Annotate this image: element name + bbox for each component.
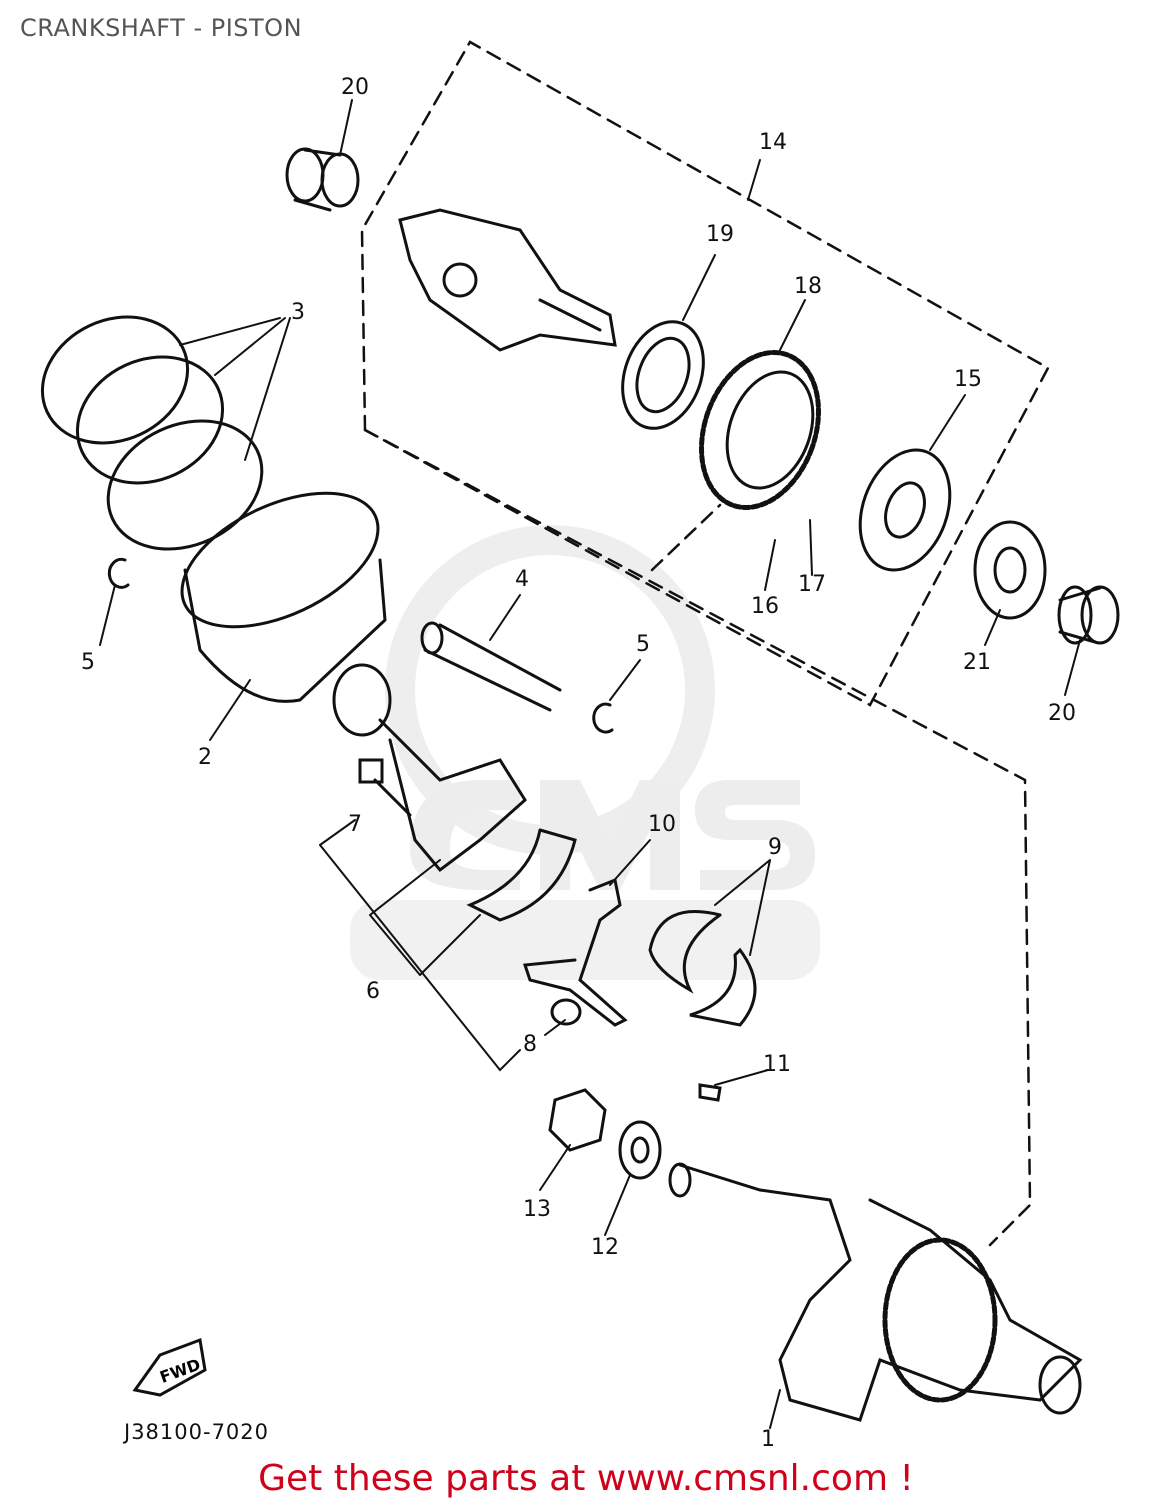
washer-12 (618, 1120, 662, 1180)
cms-watermark (350, 525, 820, 980)
callout-6: 6 (366, 979, 380, 1004)
callout-21: 21 (963, 650, 991, 675)
circlip-5-right (592, 702, 614, 734)
callout-12: 12 (591, 1235, 619, 1260)
callout-5: 5 (636, 632, 650, 657)
page-title: CRANKSHAFT - PISTON (20, 14, 303, 42)
key-11 (698, 1083, 722, 1102)
callout-8: 8 (523, 1032, 537, 1057)
nut-13 (548, 1088, 607, 1152)
callout-17: 17 (798, 572, 826, 597)
rod-cap (466, 828, 577, 922)
crankshaft-1 (668, 1162, 1083, 1422)
callout-19: 19 (706, 222, 734, 247)
callout-7: 7 (348, 812, 362, 837)
washer-19 (621, 320, 705, 430)
piston-pin-4 (420, 621, 562, 712)
callout-3: 3 (291, 300, 305, 325)
bolt-7 (358, 758, 412, 817)
callout-11: 11 (763, 1052, 791, 1077)
diagram-code: J38100-7020 (124, 1420, 270, 1444)
callout-16: 16 (751, 594, 779, 619)
bearing-21 (973, 520, 1047, 620)
bearing-20-right (1057, 585, 1120, 645)
gear-18 (699, 350, 821, 510)
hub-15 (858, 448, 952, 572)
circlip-5-left (107, 557, 130, 589)
footer-link[interactable]: Get these parts at www.cmsnl.com ! (258, 1458, 914, 1499)
callout-4: 4 (515, 567, 529, 592)
callout-9: 9 (768, 835, 782, 860)
callout-5: 5 (81, 650, 95, 675)
callout-20: 20 (1048, 701, 1076, 726)
callout-14: 14 (759, 130, 787, 155)
callout-13: 13 (523, 1197, 551, 1222)
assembly-14-outline (360, 40, 1050, 1247)
bearing-9 (648, 910, 757, 1027)
plate-10 (522, 877, 628, 1027)
callout-10: 10 (648, 812, 676, 837)
callout-15: 15 (954, 367, 982, 392)
callout-2: 2 (198, 745, 212, 770)
callout-1: 1 (761, 1427, 775, 1452)
callout-18: 18 (794, 274, 822, 299)
balancer-shaft (398, 208, 617, 352)
leader-lines (99, 99, 1081, 1429)
callout-20: 20 (341, 75, 369, 100)
piston-2 (180, 491, 387, 703)
nut-8 (550, 998, 582, 1026)
connecting-rod (332, 663, 527, 873)
fwd-text: FWD (157, 1355, 203, 1387)
